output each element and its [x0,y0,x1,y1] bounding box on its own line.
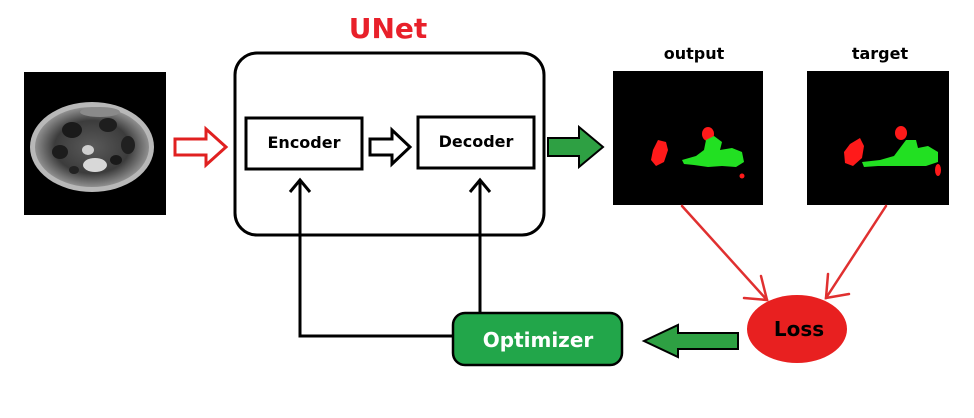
loss-node: Loss [747,295,847,363]
decoder-block: Decoder [416,115,536,170]
optimizer-node: Optimizer [451,311,624,367]
output-mask-image [613,71,763,205]
loss-label: Loss [774,317,824,341]
encoder-block: Encoder [244,116,364,171]
target-to-loss-arrow [824,204,888,300]
diagram-title: UNet [349,12,428,45]
output-label: output [664,44,725,63]
loss-to-optimizer-arrow [641,323,739,359]
optimizer-to-encoder-arrow [288,177,453,338]
encoder-label: Encoder [268,133,341,152]
decoder-label: Decoder [439,132,514,151]
output-arrow [547,124,605,170]
optimizer-to-decoder-arrow [468,177,492,313]
input-arrow [173,125,229,169]
target-label: target [852,44,909,63]
input-mri-image [24,72,166,215]
output-to-loss-arrow [680,204,769,302]
target-mask-image [807,71,949,205]
encoder-to-decoder-arrow [368,126,413,168]
optimizer-label: Optimizer [483,328,594,352]
